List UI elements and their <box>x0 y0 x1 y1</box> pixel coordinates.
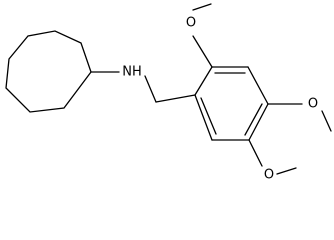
bond-nh-to-ch2 <box>144 75 157 103</box>
bond-o-right-to-methyl <box>321 110 332 132</box>
benzene-bond-6-inner <box>200 97 217 135</box>
molecule-structure: NH O O O <box>5 3 332 183</box>
oxygen-bottom-label: O <box>264 168 274 183</box>
bond-o-top-to-methyl <box>192 3 212 11</box>
oxygen-right-label: O <box>308 97 318 112</box>
bond-ch2-to-benzene <box>155 94 196 103</box>
structure-canvas: NH O O O <box>5 3 332 183</box>
bond-ring-to-o-bottom <box>248 139 263 167</box>
benzene-bond-4 <box>248 103 269 141</box>
benzene-ring <box>194 66 269 141</box>
cycloheptane-bonds <box>5 30 92 113</box>
bond-o-bottom-to-methyl <box>276 167 297 175</box>
amine-label: NH <box>122 65 142 80</box>
benzene-bond-3 <box>247 66 269 105</box>
benzene-bond-1 <box>194 66 213 96</box>
bond-ring-to-o-top <box>192 35 213 68</box>
benzene-bond-4-inner <box>244 103 263 136</box>
benzene-bond-6 <box>194 94 213 141</box>
oxygen-top-label: O <box>186 16 196 31</box>
cycloheptane-ring <box>5 30 92 113</box>
